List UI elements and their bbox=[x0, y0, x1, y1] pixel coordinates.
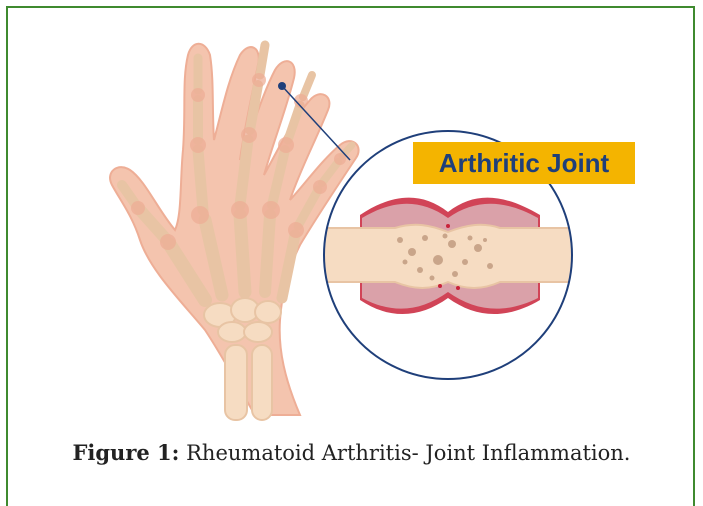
figure-caption-text: Rheumatoid Arthritis- Joint Inflammation… bbox=[179, 441, 630, 465]
arthritic-hand-illustration: Arthritic Joint bbox=[0, 0, 703, 430]
figure-caption: Figure 1: Rheumatoid Arthritis- Joint In… bbox=[0, 440, 703, 465]
arthritic-joint-label: Arthritic Joint bbox=[413, 142, 635, 184]
figure-caption-prefix: Figure 1: bbox=[72, 440, 179, 465]
arthritic-joint-label-text: Arthritic Joint bbox=[439, 148, 610, 178]
